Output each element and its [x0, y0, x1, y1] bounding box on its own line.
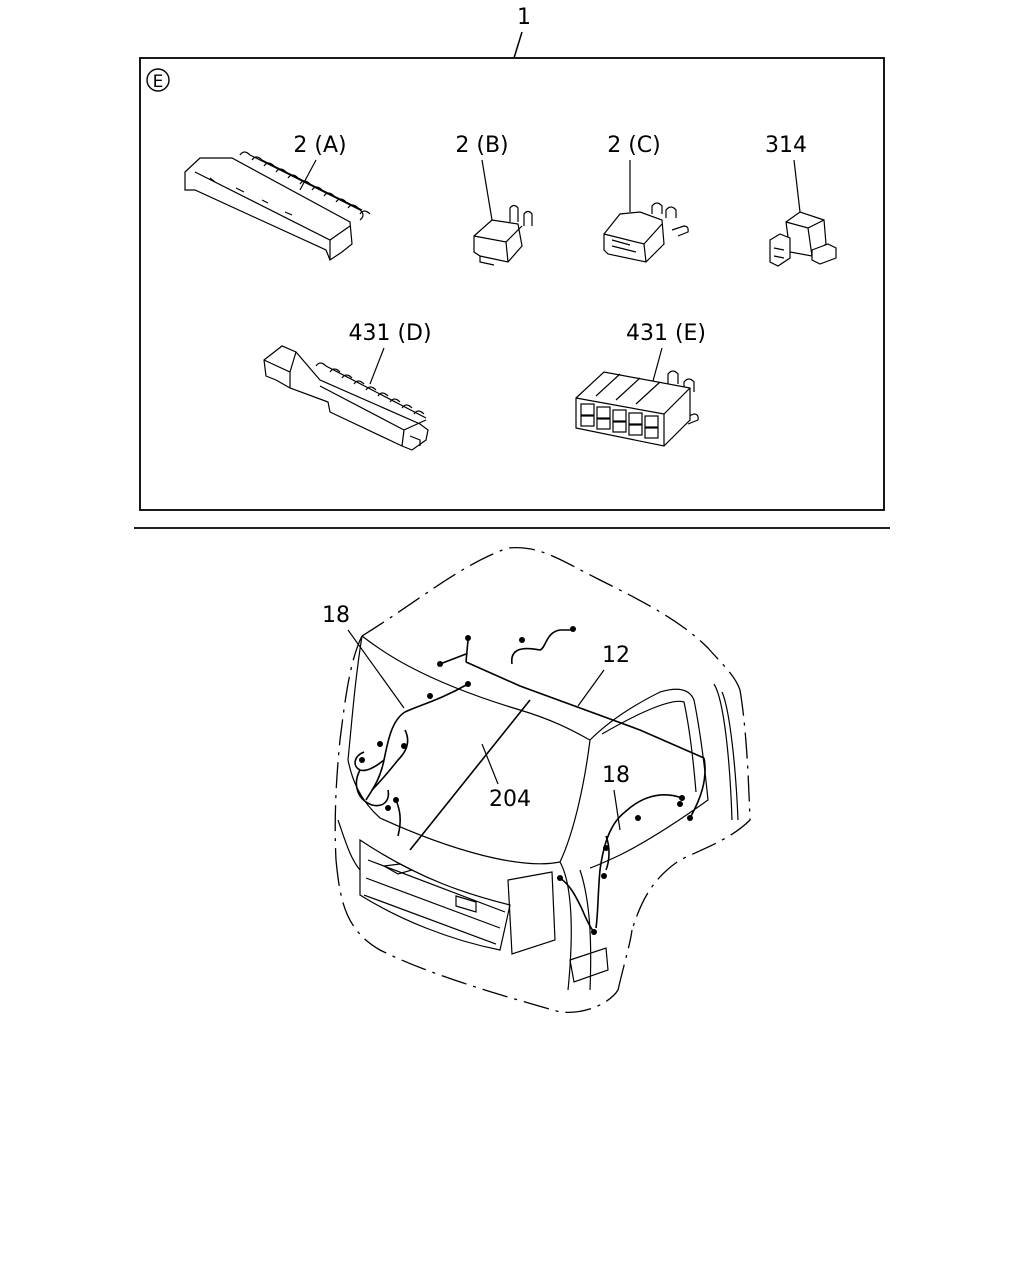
front-grille	[359, 838, 511, 951]
assembly-leader-line	[513, 31, 523, 59]
side-window-frame	[589, 688, 709, 869]
callout-18-right-number: 18	[602, 763, 630, 788]
part-2c: 2 (C)	[603, 133, 689, 263]
part-314-drawing	[769, 211, 837, 267]
part-314-label: 314	[765, 133, 807, 158]
assembly-callout: 1	[513, 5, 531, 59]
callout-204-number: 204	[489, 787, 531, 812]
kit-box: E 2 (A)	[139, 57, 885, 511]
callout-18-left: 18	[322, 603, 405, 709]
part-2a: 2 (A)	[184, 133, 371, 261]
part-2a-label: 2 (A)	[293, 133, 346, 158]
cab-left-edge	[334, 635, 363, 861]
assembly-callout-number: 1	[517, 5, 531, 30]
part-2b-label: 2 (B)	[455, 133, 508, 158]
truck-cab-illustration: 18 12 204 18	[322, 546, 751, 1014]
kit-badge-letter: E	[153, 72, 164, 92]
harness-12	[437, 626, 706, 821]
headlamp	[507, 871, 556, 955]
side-marker-lamp	[569, 947, 609, 983]
harness-18-right	[557, 794, 685, 935]
part-2c-drawing	[603, 202, 689, 263]
cab-bottom-right	[617, 929, 633, 991]
grille-badge	[455, 895, 477, 913]
grille-emblem	[382, 863, 414, 875]
part-2a-leader	[299, 159, 317, 191]
harness-204	[393, 699, 531, 851]
part-431d-drawing	[263, 345, 429, 451]
front-corner-line	[337, 819, 361, 871]
part-431d: 431 (D)	[263, 321, 432, 451]
callout-18-left-leader	[347, 629, 405, 709]
callout-204: 204	[481, 743, 531, 812]
callout-18-left-number: 18	[322, 603, 350, 628]
part-314-leader	[793, 159, 801, 213]
part-431e: 431 (E)	[575, 321, 706, 447]
part-2b-leader	[481, 159, 493, 221]
part-431d-label: 431 (D)	[348, 321, 431, 346]
cab-bottom-front	[335, 859, 619, 1014]
part-431d-leader	[369, 347, 385, 385]
a-pillar-lower	[559, 861, 592, 991]
callout-18-right-leader	[613, 789, 621, 831]
kit-badge-circle	[146, 68, 170, 92]
kit-box-frame	[139, 57, 885, 511]
part-2b-drawing	[473, 204, 533, 266]
part-431e-label: 431 (E)	[626, 321, 706, 346]
part-2a-drawing	[184, 151, 371, 261]
cab-roof-outline	[361, 546, 741, 691]
cab-right-rear	[631, 689, 751, 931]
door-pillar	[713, 683, 739, 821]
part-314: 314	[765, 133, 837, 267]
callout-18-right: 18	[602, 763, 630, 831]
callout-12: 12	[577, 643, 630, 707]
windshield-top	[347, 635, 591, 761]
harness-18-left	[354, 681, 471, 811]
part-2c-label: 2 (C)	[607, 133, 661, 158]
side-window-inner	[601, 700, 697, 793]
part-431e-drawing	[575, 370, 699, 447]
part-2b: 2 (B)	[455, 133, 533, 266]
callout-204-leader	[481, 743, 499, 785]
grille-slats	[363, 859, 506, 945]
callout-12-number: 12	[602, 643, 630, 668]
windshield-outline	[347, 739, 591, 865]
callout-12-leader	[577, 669, 605, 707]
